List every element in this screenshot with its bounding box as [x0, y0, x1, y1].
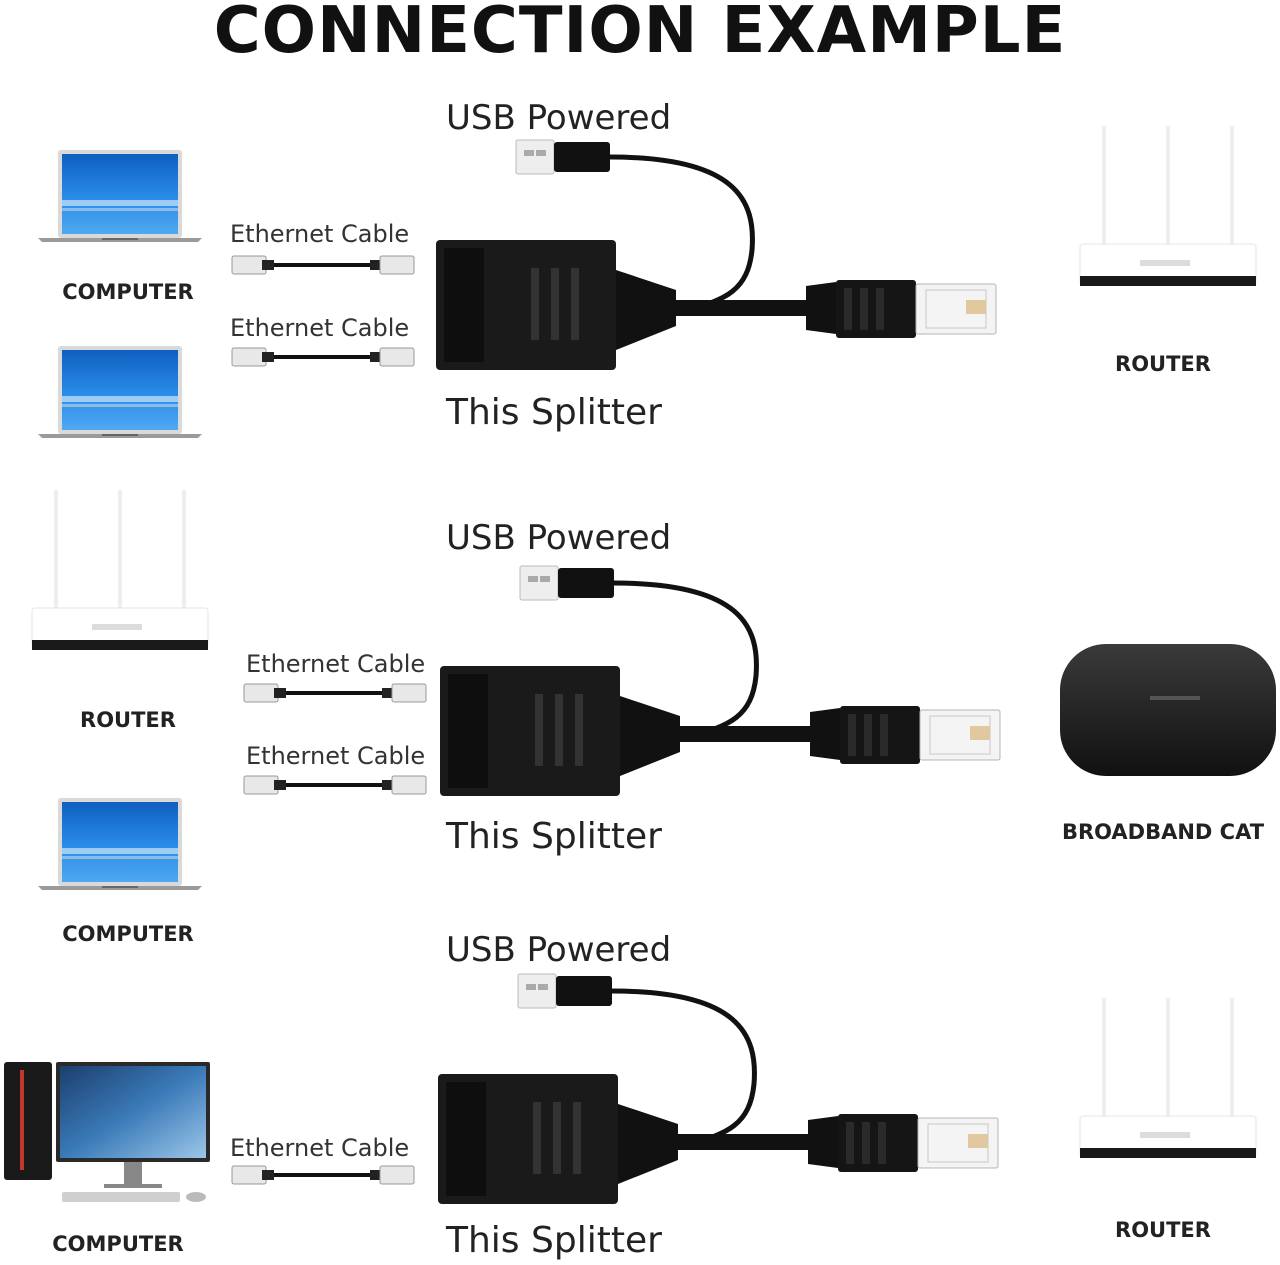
device-label: ROUTER [1115, 1218, 1211, 1242]
ethernet-cable-label: Ethernet Cable [246, 742, 426, 770]
router-icon [1079, 997, 1257, 1159]
splitter-icon [436, 140, 996, 370]
device-label: ROUTER [80, 708, 176, 732]
splitter-label: This Splitter [446, 392, 662, 433]
desktop-pc-icon [4, 1062, 210, 1202]
page-title: CONNECTION EXAMPLE [213, 0, 1067, 68]
laptop-icon [38, 150, 202, 242]
splitter-label: This Splitter [446, 816, 662, 857]
device-label: BROADBAND CAT [1061, 820, 1265, 844]
router-icon [1079, 125, 1257, 287]
ethernet-cable-icon [243, 775, 427, 795]
ethernet-cable-label: Ethernet Cable [246, 650, 426, 678]
ethernet-cable-icon [231, 347, 415, 367]
router-icon [31, 489, 209, 651]
splitter-icon [438, 974, 998, 1204]
ethernet-cable-label: Ethernet Cable [230, 314, 410, 342]
usb-powered-label: USB Powered [446, 930, 672, 970]
laptop-icon [38, 798, 202, 890]
device-label: ROUTER [1115, 352, 1211, 376]
ethernet-cable-icon [231, 1165, 415, 1185]
usb-powered-label: USB Powered [446, 98, 672, 138]
modem-icon [1060, 644, 1276, 776]
splitter-icon [440, 566, 1000, 796]
ethernet-cable-icon [243, 683, 427, 703]
ethernet-cable-label: Ethernet Cable [230, 220, 410, 248]
device-label: COMPUTER [52, 1232, 184, 1256]
usb-powered-label: USB Powered [446, 518, 672, 558]
splitter-label: This Splitter [446, 1220, 662, 1261]
device-label: COMPUTER [62, 922, 194, 946]
laptop-icon [38, 346, 202, 438]
ethernet-cable-label: Ethernet Cable [230, 1134, 410, 1162]
device-label: COMPUTER [62, 280, 194, 304]
ethernet-cable-icon [231, 255, 415, 275]
